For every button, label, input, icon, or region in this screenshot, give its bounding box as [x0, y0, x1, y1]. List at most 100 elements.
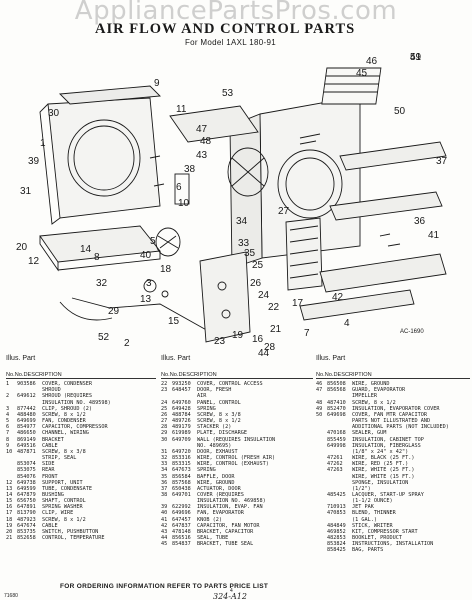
part-no: 649612: [17, 393, 36, 400]
illus-no: 18: [6, 516, 13, 523]
header-illus-no: No.: [316, 372, 325, 378]
illus-no: 7: [6, 430, 10, 437]
callout-6: 6: [176, 182, 182, 193]
part-description: NO. 489695): [197, 442, 232, 449]
header-illus-no: No.: [161, 372, 170, 378]
callout-34: 34: [236, 216, 248, 227]
part-no: 869149: [17, 436, 36, 443]
callout-48: 48: [200, 136, 212, 147]
illus-no: 6: [6, 424, 10, 431]
illus-no: 24: [161, 399, 168, 406]
callout-43: 43: [196, 150, 208, 161]
part-no: 856584: [172, 473, 191, 480]
part-no: 856568: [327, 387, 346, 394]
illus-no: 20: [6, 528, 13, 535]
part-description: SCREW, 8 x 1/2: [197, 418, 241, 425]
part-no: 482853: [327, 535, 346, 542]
part-description: SCREW, 8 x 1/2: [352, 399, 396, 406]
part-description: SIDE: [42, 461, 55, 468]
illus-part-header: Illus. Part: [161, 355, 191, 362]
part-description: WIRE, BLACK (25 FT.): [352, 455, 415, 462]
parts-row: (1 GAL.): [316, 517, 470, 523]
part-no: 478148: [172, 528, 191, 535]
part-description: INSULATION, FIBERGLASS: [352, 442, 421, 449]
part-description: INSULATION NO. 489598): [42, 399, 111, 406]
part-no: 619989: [172, 430, 191, 437]
illus-no: 42: [161, 522, 168, 529]
part-no: 47263: [327, 467, 343, 474]
illus-no: 46: [316, 381, 323, 388]
callout-8: 8: [94, 252, 100, 263]
callout-30: 30: [48, 108, 60, 119]
part-description: CAPACITOR, COMPRESSOR: [42, 424, 108, 431]
part-description: DOOR, FRESH: [197, 387, 232, 394]
part-description: GUARD, EVAPORATOR: [352, 387, 406, 394]
part-description: FAN, EVAPORATOR: [197, 510, 244, 517]
part-description: STICK, WRITER: [352, 522, 393, 529]
part-description: SCREW, 8 x 3/8: [42, 448, 86, 455]
diagram-artwork: [39, 67, 447, 343]
part-no: 488480: [17, 411, 36, 418]
callout-24: 24: [258, 290, 270, 301]
parts-row: PARTS NOT ILLUSTRATED AND: [316, 418, 470, 424]
illus-no: 39: [161, 504, 168, 511]
illus-no: 26: [161, 411, 168, 418]
illus-no: 40: [161, 510, 168, 517]
illus-no: 25: [161, 405, 168, 412]
part-no: 854076: [17, 473, 36, 480]
part-no: 852658: [17, 535, 36, 542]
callout-35: 35: [244, 248, 256, 259]
illus-no: 36: [161, 479, 168, 486]
part-description: AIR: [197, 393, 207, 400]
parts-row: (1/2"): [316, 486, 470, 492]
part-no: 649516: [17, 442, 36, 449]
part-no: 649760: [172, 399, 191, 406]
header-part-no: No.: [14, 372, 24, 378]
callout-25: 25: [252, 260, 264, 271]
part-no: 489179: [172, 424, 191, 431]
model-subtitle: For Model 1AXL 180-91: [185, 38, 276, 47]
part-no: 853735: [17, 528, 36, 535]
part-description: INSULATION, EVAP. FAN: [197, 504, 263, 511]
callout-32: 32: [96, 278, 108, 289]
illus-no: 9: [6, 442, 10, 449]
callout-14: 14: [80, 244, 92, 255]
part-description: STRIP, SEAL: [42, 455, 77, 462]
part-description: SEALER, GUM: [352, 430, 387, 437]
watermark: AppliancePartsPros.com: [74, 0, 398, 26]
illus-no: 35: [161, 473, 168, 480]
illus-no: 14: [6, 491, 13, 498]
part-no: 487923: [17, 516, 36, 523]
part-description: INSULATION, CABINET TOP: [352, 436, 424, 443]
illus-no: 3: [6, 405, 10, 412]
part-no: 647879: [17, 491, 36, 498]
part-no: 649701: [172, 491, 191, 498]
part-description: BRACKET, CAPACITOR: [197, 528, 254, 535]
part-no: 858425: [327, 547, 346, 554]
part-description: (1/2"): [352, 485, 371, 492]
part-no: 487871: [17, 448, 36, 455]
part-description: WIRE, WHITE (15 FT.): [352, 473, 415, 480]
illus-no: 5: [6, 418, 10, 425]
